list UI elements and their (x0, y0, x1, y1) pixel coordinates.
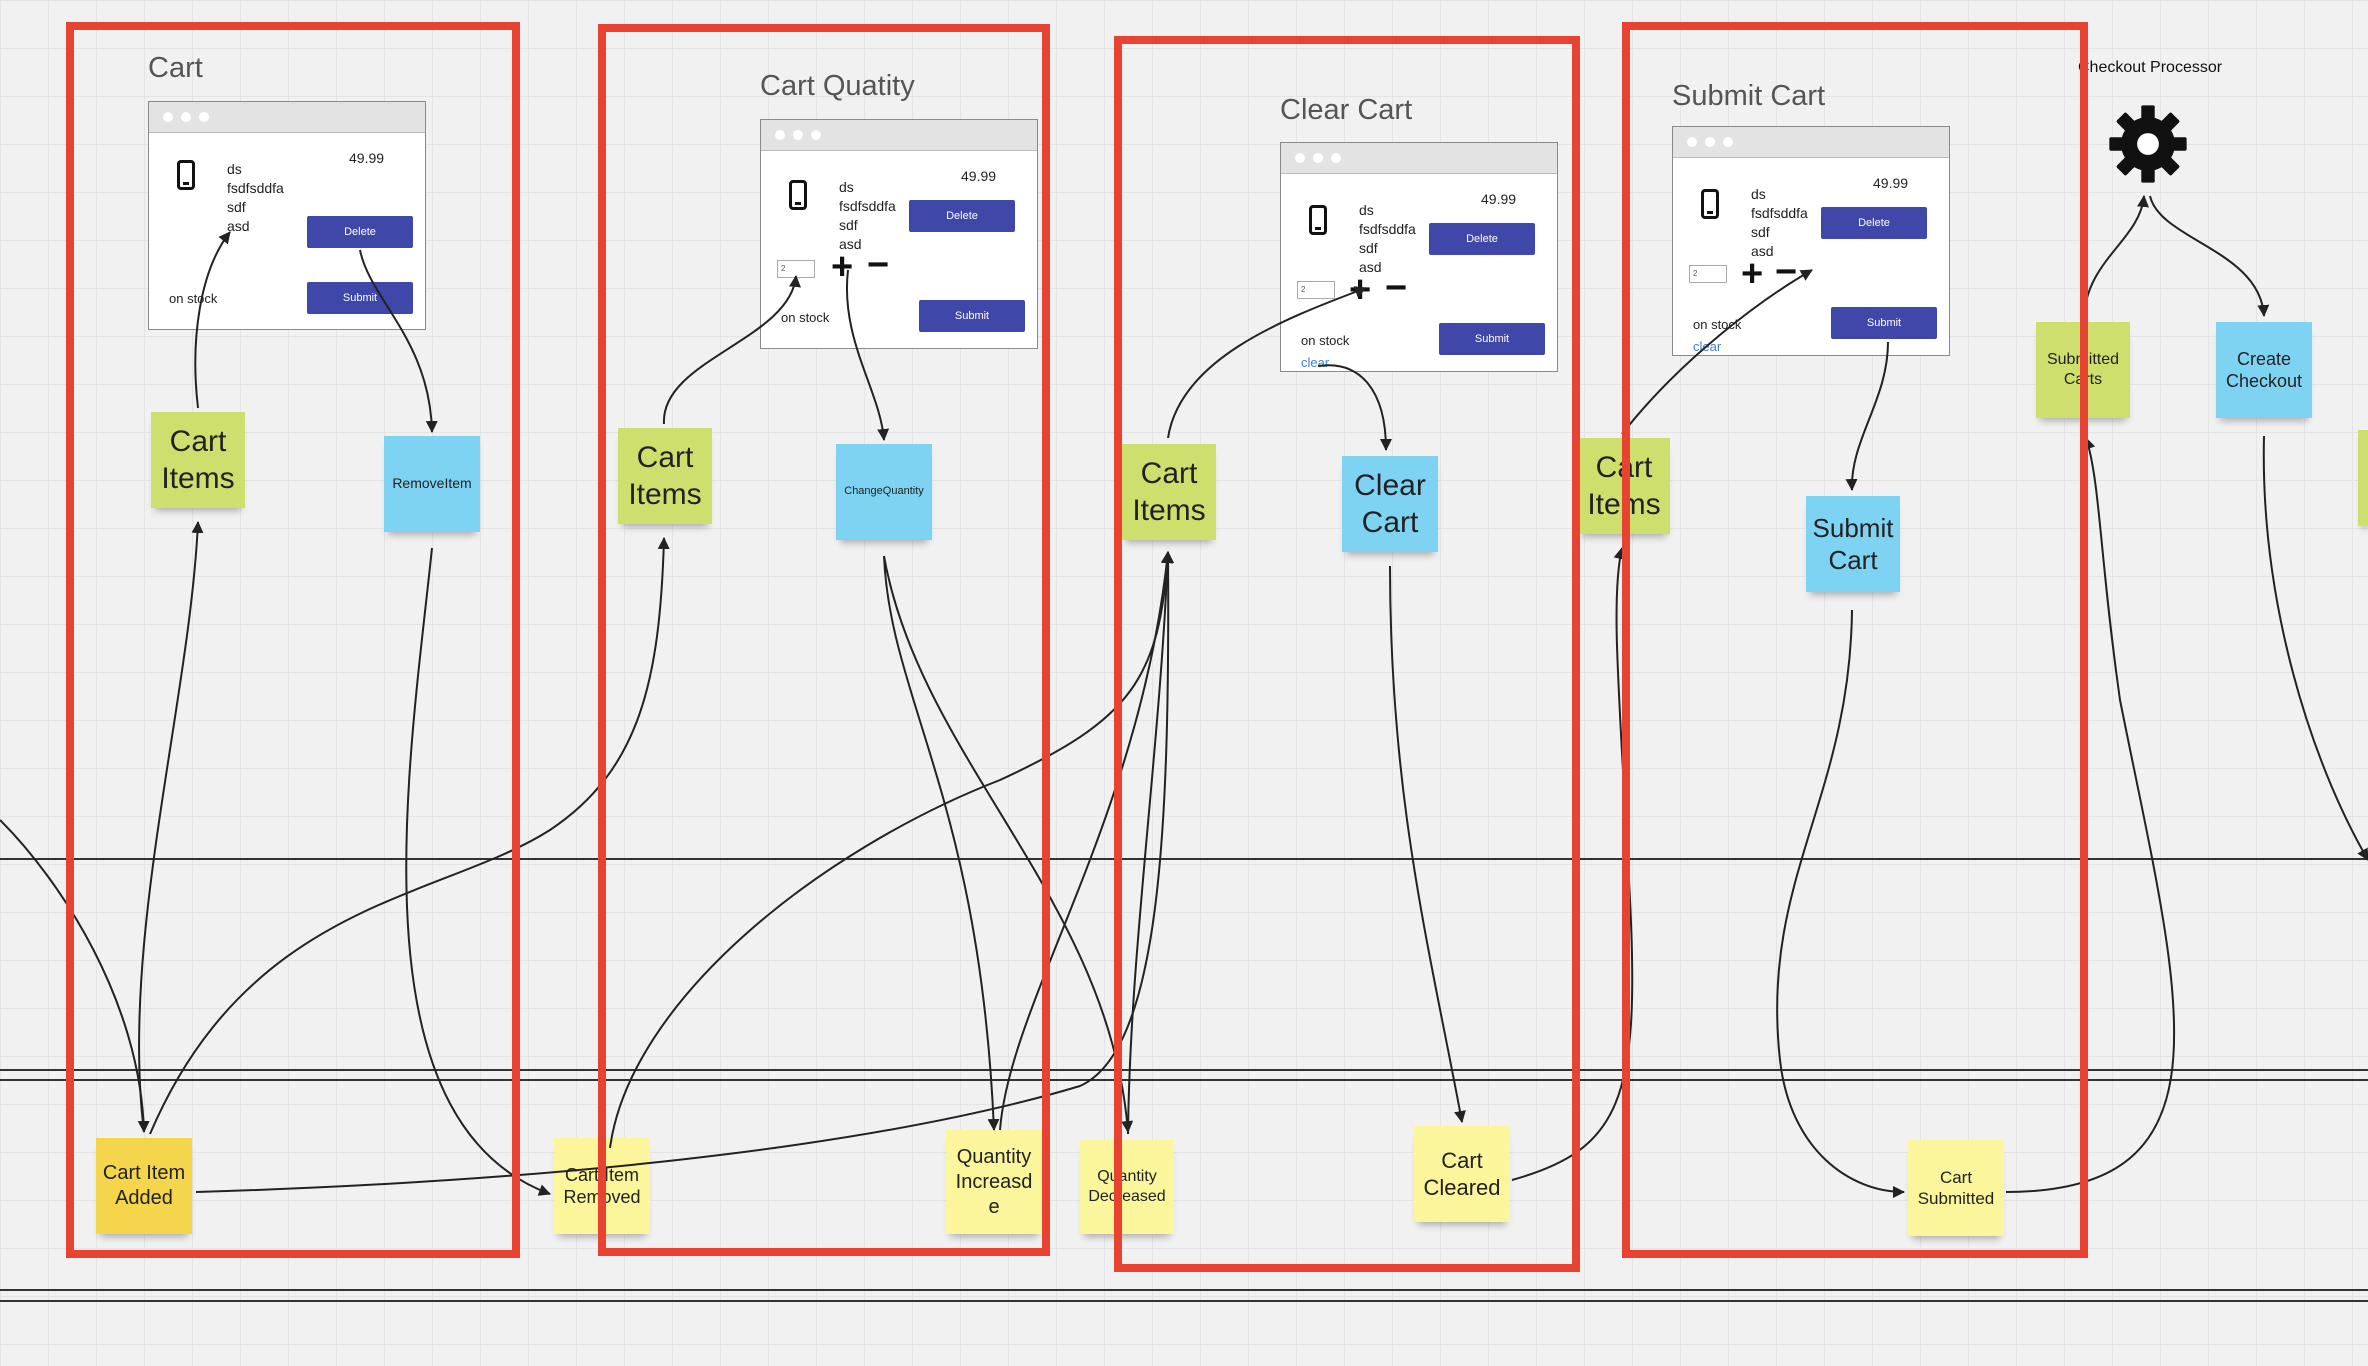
clear-wireframe[interactable]: ds fsdfsddfa sdf asd 49.99 Delete 2 + − … (1280, 142, 1558, 372)
stock-label: on stock (169, 291, 218, 306)
sticky-submit-cart[interactable]: Submit Cart (1806, 496, 1900, 592)
phone-icon (789, 180, 807, 210)
submit-button[interactable]: Submit (307, 282, 413, 314)
swimlane-divider-2 (0, 1069, 2368, 1071)
sticky-partial-edge (2358, 430, 2368, 526)
connector (1776, 609, 1905, 1198)
phone-icon (1309, 205, 1327, 235)
sticky-create-checkout[interactable]: Create Checkout (2216, 322, 2312, 418)
connector (1317, 364, 1392, 451)
product-lines: ds fsdfsddfa sdf asd (839, 179, 896, 252)
sticky-remove-item[interactable]: RemoveItem (384, 436, 480, 532)
sticky-cart-submitted[interactable]: Cart Submitted (1908, 1140, 2004, 1236)
swimlane-divider-3 (0, 1079, 2368, 1081)
sticky-cart-cleared[interactable]: Cart Cleared (1414, 1126, 1510, 1222)
product-lines: ds fsdfsddfa sdf asd (1751, 186, 1808, 259)
slice-frame-clear (1114, 36, 1580, 1272)
product-price: 49.99 (349, 150, 385, 166)
submit-button[interactable]: Submit (919, 300, 1025, 332)
connector (359, 249, 438, 433)
sticky-change-quantity[interactable]: ChangeQuantity (836, 444, 932, 540)
sticky-cart-item-added[interactable]: Cart Item Added (96, 1138, 192, 1234)
slice-frame-cart (66, 22, 520, 1258)
connector (0, 819, 150, 1133)
connector (1389, 565, 1466, 1123)
delete-button[interactable]: Delete (1821, 207, 1927, 239)
stock-label: on stock (1301, 333, 1350, 348)
connector (883, 555, 1134, 1133)
swimlane-divider-1 (0, 858, 2368, 860)
connector (195, 551, 1175, 1193)
checkout-processor-label: Checkout Processor (2078, 59, 2223, 76)
product-lines: ds fsdfsddfa sdf asd (1359, 202, 1416, 275)
product-price: 49.99 (1873, 175, 1909, 191)
delete-button[interactable]: Delete (909, 200, 1015, 232)
minus-icon[interactable]: − (867, 244, 890, 286)
frame-title-cart: Cart (148, 52, 203, 84)
connector (194, 231, 231, 409)
connector (2083, 195, 2149, 319)
sticky-cart-items-2[interactable]: Cart Items (618, 428, 712, 524)
sticky-quantity-increased[interactable]: Quantity Increasd e (946, 1130, 1042, 1234)
frame-title-clear: Clear Cart (1280, 94, 1413, 126)
sticky-quantity-decreased[interactable]: Quantity Decreased (1080, 1140, 1174, 1234)
connector (2262, 435, 2368, 861)
connector (1845, 341, 1889, 491)
connector (1167, 286, 1367, 439)
gear-icon[interactable] (2106, 102, 2190, 186)
connector (2149, 195, 2270, 317)
connector (662, 275, 801, 425)
frame-title-submit: Submit Cart (1672, 80, 1826, 112)
swimlane-divider-4 (0, 1289, 2368, 1291)
quantity-input[interactable]: 2 (1689, 265, 1727, 283)
slice-frame-quantity (598, 24, 1050, 1256)
delete-button[interactable]: Delete (307, 216, 413, 248)
stock-label: on stock (781, 310, 830, 325)
submit-button[interactable]: Submit (1831, 307, 1937, 339)
phone-icon (177, 160, 195, 190)
submit-button[interactable]: Submit (1439, 323, 1545, 355)
quantity-input[interactable]: 2 (1297, 281, 1335, 299)
product-price: 49.99 (1481, 191, 1517, 207)
phone-icon (1701, 189, 1719, 219)
connector (845, 269, 890, 441)
frame-title-quantity: Cart Quatity (760, 70, 915, 102)
connector (1621, 269, 1813, 435)
sticky-clear-cart[interactable]: Clear Cart (1342, 456, 1438, 552)
sticky-cart-items-1[interactable]: Cart Items (151, 412, 245, 508)
connector (405, 547, 551, 1196)
connector (149, 537, 670, 1135)
minus-icon[interactable]: − (1385, 267, 1408, 309)
sticky-cart-items-3[interactable]: Cart Items (1122, 444, 1216, 540)
connector (2005, 437, 2176, 1193)
swimlane-divider-5 (0, 1300, 2368, 1302)
quantity-wireframe[interactable]: ds fsdfsddfa sdf asd 49.99 Delete 2 + − … (760, 119, 1038, 349)
connector (609, 551, 1174, 1149)
connector (999, 551, 1173, 1131)
cart-wireframe[interactable]: ds fsdfsddfa sdf asd 49.99 Delete on sto… (148, 101, 426, 330)
product-price: 49.99 (961, 168, 997, 184)
delete-button[interactable]: Delete (1429, 223, 1535, 255)
connector (138, 521, 204, 1133)
connector (1511, 547, 1634, 1181)
connector (1127, 551, 1174, 1135)
plus-icon[interactable]: + (1741, 253, 1764, 295)
product-lines: ds fsdfsddfa sdf asd (227, 161, 284, 234)
submit-wireframe[interactable]: ds fsdfsddfa sdf asd 49.99 Delete 2 + − … (1672, 126, 1950, 356)
connector (883, 555, 1000, 1131)
slice-frame-submit (1622, 22, 2088, 1258)
